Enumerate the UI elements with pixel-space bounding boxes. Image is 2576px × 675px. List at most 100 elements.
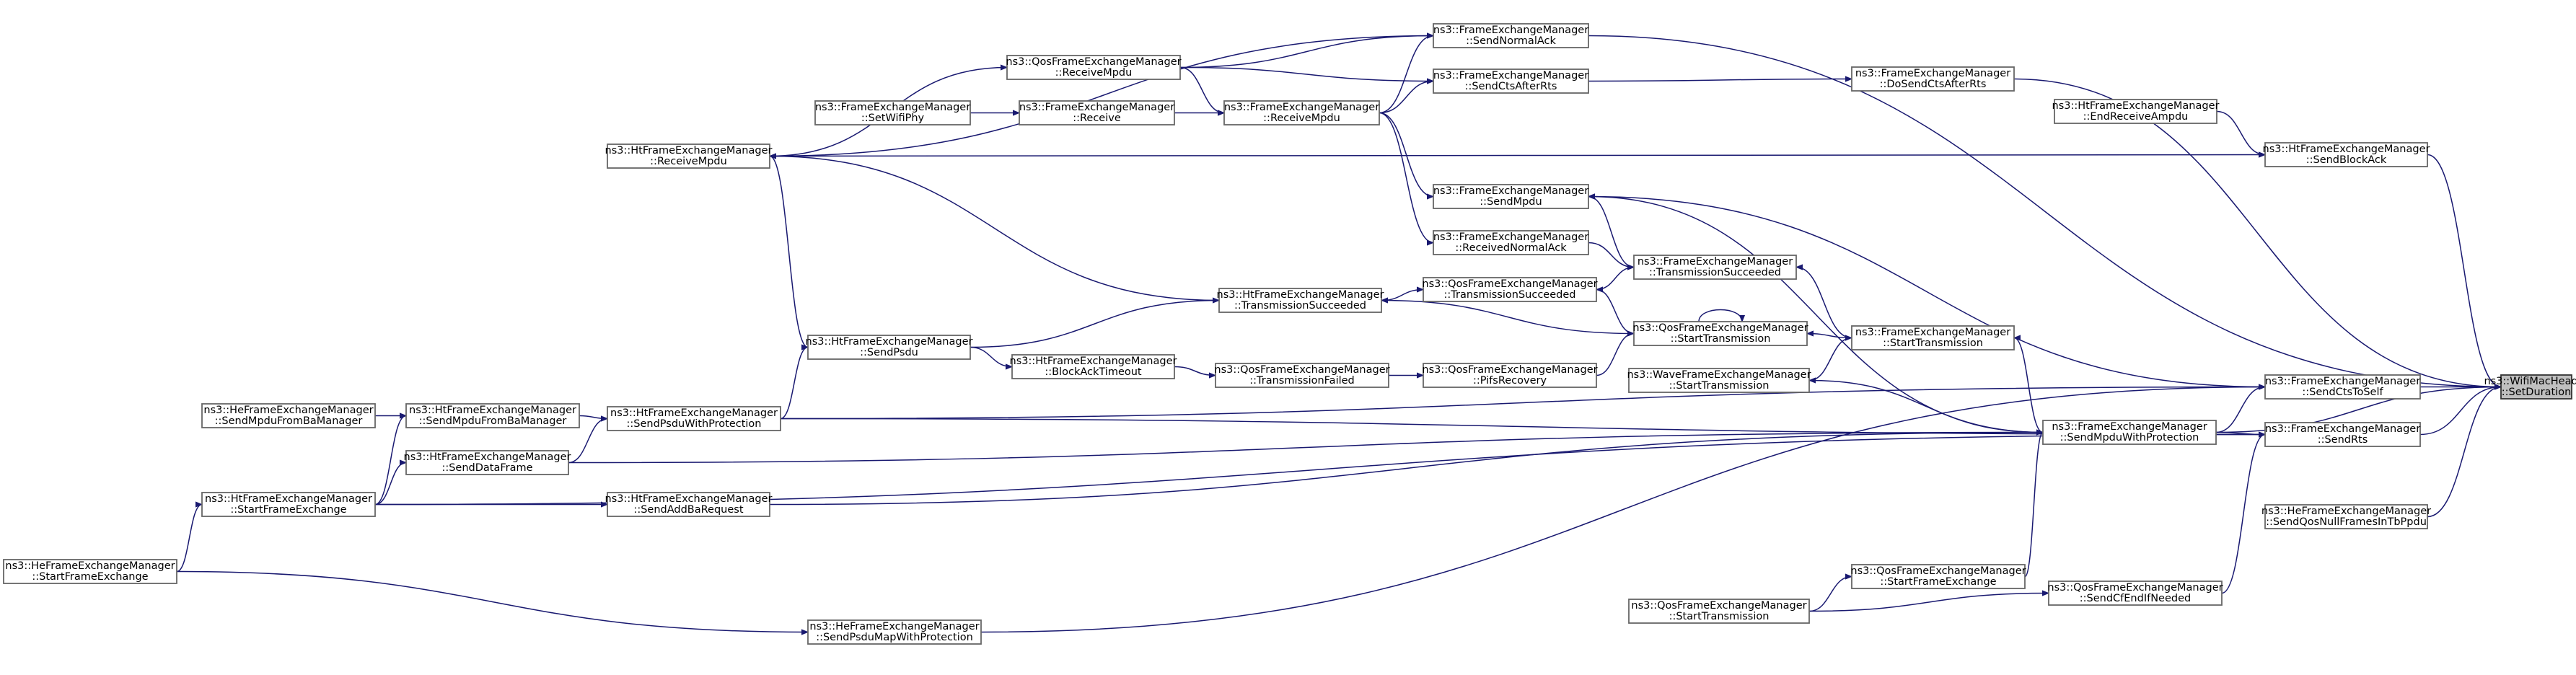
node-method-label: ::Receive [1073, 112, 1121, 124]
edge-send-cf-end-if-needed-to-send-rts [2221, 435, 2266, 594]
node-method-label: ::StartTransmission [1671, 333, 1771, 345]
node-method-label: ::SendRts [2318, 434, 2368, 446]
node-method-label: ::TransmissionSucceeded [1649, 267, 1781, 278]
node-receive[interactable]: ns3::FrameExchangeManager::Receive [1019, 100, 1175, 125]
edge-received-normal-ack-to-fem-trans-succ [1588, 242, 1634, 268]
node-class-label: ns3::QosFrameExchangeManager [1422, 364, 1597, 376]
node-qos-receive-mpdu[interactable]: ns3::QosFrameExchangeManager::ReceiveMpd… [1006, 55, 1182, 80]
node-ht-trans-succ[interactable]: ns3::HtFrameExchangeManager::Transmissio… [1217, 288, 1384, 313]
node-he-start-frame-exch[interactable]: ns3::HeFrameExchangeManager::StartFrameE… [3, 559, 177, 584]
node-qos-start-frame-exch[interactable]: ns3::QosFrameExchangeManager::StartFrame… [1850, 564, 2026, 589]
node-method-label: ::StartFrameExchange [32, 571, 148, 583]
edge-ht-receive-mpdu-to-send-normal-ack [769, 36, 1433, 157]
node-method-label: ::ReceivedNormalAck [1455, 242, 1567, 254]
node-send-normal-ack[interactable]: ns3::FrameExchangeManager::SendNormalAck [1433, 23, 1589, 48]
node-method-label: ::SendPsdu [860, 347, 918, 358]
node-box [1628, 368, 1810, 393]
edge-qos-trans-succ-to-fem-trans-succ [1596, 268, 1635, 291]
node-method-label: ::SendPsduMapWithProtection [816, 632, 973, 643]
node-box [1218, 288, 1382, 313]
node-class-label: ns3::FrameExchangeManager [1433, 185, 1588, 197]
node-send-cts-after-rts[interactable]: ns3::FrameExchangeManager::SendCtsAfterR… [1433, 69, 1589, 94]
node-class-label: ns3::HtFrameExchangeManager [610, 407, 778, 419]
node-he-send-mpdu-from-ba[interactable]: ns3::HeFrameExchangeManager::SendMpduFro… [201, 403, 376, 428]
edge-he-start-frame-exch-to-he-send-psdu-map [176, 570, 808, 632]
node-send-block-ack[interactable]: ns3::HtFrameExchangeManager::SendBlockAc… [2263, 142, 2430, 167]
node-method-label: ::ReceiveMpdu [1055, 67, 1133, 79]
node-ht-send-psdu[interactable]: ns3::HtFrameExchangeManager::SendPsdu [806, 335, 973, 360]
edge-send-block-ack-to-set-duration [2427, 154, 2502, 387]
node-method-label: ::SendPsduWithProtection [626, 418, 761, 430]
node-received-normal-ack[interactable]: ns3::FrameExchangeManager::ReceivedNorma… [1433, 230, 1589, 255]
node-class-label: ns3::QosFrameExchangeManager [1632, 322, 1808, 334]
node-ht-start-frame-exch[interactable]: ns3::HtFrameExchangeManager::StartFrameE… [201, 492, 376, 517]
node-box [1011, 354, 1175, 379]
edge-send-cts-after-rts-to-do-send-cts-after-rts [1588, 79, 1852, 81]
node-method-label: ::StartTransmission [1669, 380, 1770, 392]
edge-ht-receive-mpdu-to-send-block-ack [769, 155, 2265, 156]
node-class-label: ns3::HtFrameExchangeManager [2052, 100, 2220, 112]
node-class-label: ns3::FrameExchangeManager [2265, 376, 2420, 387]
node-box [607, 406, 781, 431]
node-wave-start-trans[interactable]: ns3::WaveFrameExchangeManager::StartTran… [1627, 368, 1811, 393]
node-send-cts-to-self[interactable]: ns3::FrameExchangeManager::SendCtsToSelf [2264, 374, 2421, 400]
node-method-label: ::ReceiveMpdu [650, 156, 727, 167]
node-send-mpdu[interactable]: ns3::FrameExchangeManager::SendMpdu [1433, 184, 1589, 209]
node-class-label: ns3::WaveFrameExchangeManager [1627, 369, 1811, 381]
edge-fem-start-trans-to-fem-trans-succ [1795, 268, 1852, 339]
edge-fem-receive-mpdu-to-send-cts-after-rts [1379, 81, 1433, 114]
node-send-cf-end-if-needed[interactable]: ns3::QosFrameExchangeManager::SendCfEndI… [2047, 581, 2223, 606]
node-box [2500, 374, 2572, 400]
edge-he-send-psdu-map-to-send-cts-to-self [980, 387, 2265, 633]
node-class-label: ns3::FrameExchangeManager [1433, 70, 1588, 81]
edge-qos-start-trans2-to-send-cf-end-if-needed [1808, 594, 2049, 612]
edge-qos-start-trans2-to-qos-start-frame-exch [1808, 577, 1852, 612]
node-do-send-cts-after-rts[interactable]: ns3::FrameExchangeManager::DoSendCtsAfte… [1851, 66, 2015, 92]
node-class-label: ns3::QosFrameExchangeManager [1850, 565, 2026, 577]
edge-ht-send-psdu-to-ht-receive-mpdu [769, 156, 809, 348]
node-set-duration[interactable]: ns3::WifiMacHeader::SetDuration [2484, 374, 2576, 400]
node-class-label: ns3::HtFrameExchangeManager [404, 451, 571, 463]
node-end-receive-ampdu[interactable]: ns3::HtFrameExchangeManager::EndReceiveA… [2052, 99, 2220, 124]
node-box [3, 559, 177, 584]
node-qos-trans-failed[interactable]: ns3::QosFrameExchangeManager::Transmissi… [1214, 363, 1390, 388]
node-he-send-psdu-map[interactable]: ns3::HeFrameExchangeManager::SendPsduMap… [807, 619, 982, 645]
edge-send-mpdu-with-prot-to-send-cts-to-self [2215, 387, 2266, 433]
node-class-label: ns3::HtFrameExchangeManager [409, 405, 576, 416]
node-pifs-recovery[interactable]: ns3::QosFrameExchangeManager::PifsRecove… [1422, 363, 1598, 388]
edge-pifs-recovery-to-qos-start-trans [1596, 334, 1635, 376]
node-class-label: ns3::WifiMacHeader [2484, 376, 2576, 387]
node-send-rts[interactable]: ns3::FrameExchangeManager::SendRts [2264, 422, 2421, 447]
node-box [2054, 99, 2217, 124]
node-fem-trans-succ[interactable]: ns3::FrameExchangeManager::TransmissionS… [1633, 255, 1797, 280]
node-ht-send-data-frame[interactable]: ns3::HtFrameExchangeManager::SendDataFra… [404, 450, 571, 475]
node-method-label: ::ReceiveMpdu [1263, 112, 1340, 124]
node-fem-receive-mpdu[interactable]: ns3::FrameExchangeManager::ReceiveMpdu [1223, 100, 1380, 125]
node-he-send-qos-null[interactable]: ns3::HeFrameExchangeManager::SendQosNull… [2261, 504, 2431, 529]
node-method-label: ::SendCtsToSelf [2302, 387, 2383, 398]
node-ht-send-add-ba-req[interactable]: ns3::HtFrameExchangeManager::SendAddBaRe… [605, 492, 773, 517]
edge-block-ack-timeout-to-qos-trans-failed [1174, 366, 1216, 376]
node-ht-send-mpdu-from-ba[interactable]: ns3::HtFrameExchangeManager::SendMpduFro… [405, 403, 580, 428]
node-block-ack-timeout[interactable]: ns3::HtFrameExchangeManager::BlockAckTim… [1010, 354, 1177, 379]
node-class-label: ns3::HeFrameExchangeManager [2261, 506, 2431, 517]
node-box [1433, 23, 1589, 48]
node-box [607, 144, 770, 169]
node-ht-receive-mpdu[interactable]: ns3::HtFrameExchangeManager::ReceiveMpdu [605, 144, 773, 169]
edge-send-normal-ack-to-set-duration [1588, 35, 2501, 387]
node-qos-trans-succ[interactable]: ns3::QosFrameExchangeManager::Transmissi… [1422, 277, 1598, 302]
node-fem-start-trans[interactable]: ns3::FrameExchangeManager::StartTransmis… [1851, 325, 2015, 350]
edge-ht-send-add-ba-req-to-send-mpdu-with-prot [769, 433, 2043, 506]
edge-qos-start-frame-exch-to-send-mpdu-with-prot [2024, 433, 2044, 578]
node-set-wifi-phy[interactable]: ns3::FrameExchangeManager::SetWifiPhy [814, 100, 971, 125]
edge-he-send-qos-null-to-set-duration [2427, 387, 2501, 518]
node-method-label: ::SendNormalAck [1466, 35, 1556, 47]
node-qos-start-trans2[interactable]: ns3::QosFrameExchangeManager::StartTrans… [1628, 599, 1810, 624]
node-class-label: ns3::HeFrameExchangeManager [203, 405, 373, 416]
node-send-mpdu-with-prot[interactable]: ns3::FrameExchangeManager::SendMpduWithP… [2042, 420, 2217, 445]
edge-ht-send-data-frame-to-send-mpdu-with-prot [568, 433, 2043, 464]
node-qos-start-trans[interactable]: ns3::QosFrameExchangeManager::StartTrans… [1632, 321, 1808, 346]
node-ht-send-psdu-with-prot[interactable]: ns3::HtFrameExchangeManager::SendPsduWit… [607, 406, 781, 431]
node-method-label: ::StartTransmission [1883, 338, 1983, 349]
edge-ht-send-psdu-to-ht-trans-succ [970, 301, 1219, 348]
